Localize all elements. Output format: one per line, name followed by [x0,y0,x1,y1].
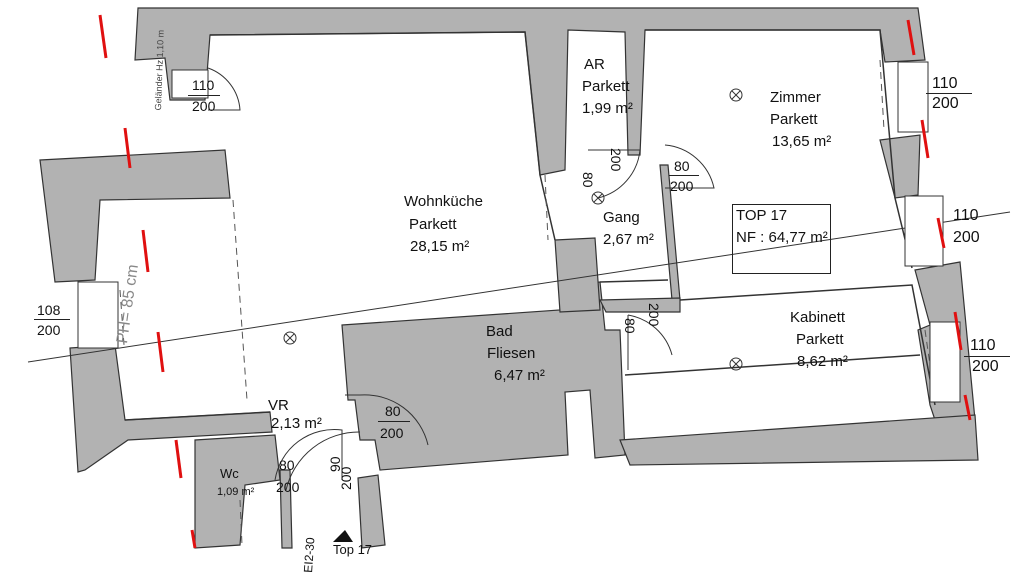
door-height: 200 [646,303,662,327]
room-floor: Fliesen [487,345,536,362]
unit-net-area: NF : 64,77 m² [736,229,828,246]
room-area: 1,99 m² [582,100,633,117]
room-floor: Parkett [409,216,457,233]
room-name: VR [268,397,289,414]
door-height: 200 [380,425,404,441]
lamp-symbols [283,88,743,371]
window-height: 200 [953,229,980,246]
fraction-bar [926,93,972,94]
door-width: 80 [622,318,638,334]
unit-info-box [732,204,831,274]
window-height: 200 [932,95,959,112]
wall-center-pillar [554,237,601,313]
window-width: 110 [192,77,215,93]
lamp-icon [591,191,605,205]
cut-marks [98,14,972,549]
walls [39,7,979,549]
window-height: 200 [192,98,216,114]
room-area: 8,62 m² [797,353,848,370]
lamp-icon [729,357,743,371]
section-line [27,211,1011,363]
window-width: 110 [932,75,958,92]
room-floor: Parkett [582,78,630,95]
door-width: 80 [279,457,295,473]
wall-left-upper [39,149,231,283]
room-name: AR [584,56,605,73]
window-openings [77,61,961,403]
window-width: 108 [37,302,61,318]
lamp-icon [283,331,297,345]
door-width: 80 [385,403,401,419]
fraction-bar [378,421,410,422]
window-width: 110 [970,337,996,354]
room-area: 1,09 m² [217,486,255,498]
door-height: 200 [608,148,624,172]
room-floor: Parkett [796,331,844,348]
room-name: Bad [486,323,513,340]
unit-title: TOP 17 [736,207,788,224]
room-area: 2,13 m² [271,415,322,432]
wall-bottom [619,414,979,466]
room-area: 2,67 m² [603,231,654,248]
wall-zimmer-right [879,134,921,199]
room-name: Wohnküche [404,193,483,210]
entrance-label: Top 17 [333,542,373,557]
wall-entry-left [279,469,293,549]
wall-left-lower [69,344,273,473]
door-width: 80 [674,158,690,174]
door-swings [207,67,715,491]
window-height: 200 [972,358,999,375]
room-area: 13,65 m² [772,133,832,150]
window-height: 200 [37,322,61,338]
window-width: 110 [953,207,979,224]
wall-top [134,7,926,176]
entrance-arrow [333,530,353,542]
room-floor: Parkett [770,111,818,128]
room-area: 6,47 m² [494,367,545,384]
door-height: 200 [338,466,354,490]
room-name: Wc [220,466,239,481]
door-width: 80 [580,172,596,188]
fraction-bar [669,175,699,176]
wall-corridor-right [599,297,681,313]
fire-rating-code: EI2-30 [300,536,318,574]
room-name: Gang [603,209,640,226]
room-area: 28,15 m² [410,238,470,255]
room-name: Kabinett [790,309,846,326]
room-name: Zimmer [770,89,821,106]
room-outlines [124,29,936,421]
lamp-icon [729,88,743,102]
railing-note: Geländer Hz 1,10 m [152,29,166,111]
wall-entry-right [357,474,386,549]
fraction-bar [188,95,220,96]
fraction-bar [34,319,70,320]
door-height: 200 [276,479,300,495]
fraction-bar [964,356,1010,357]
door-height: 200 [670,178,694,194]
